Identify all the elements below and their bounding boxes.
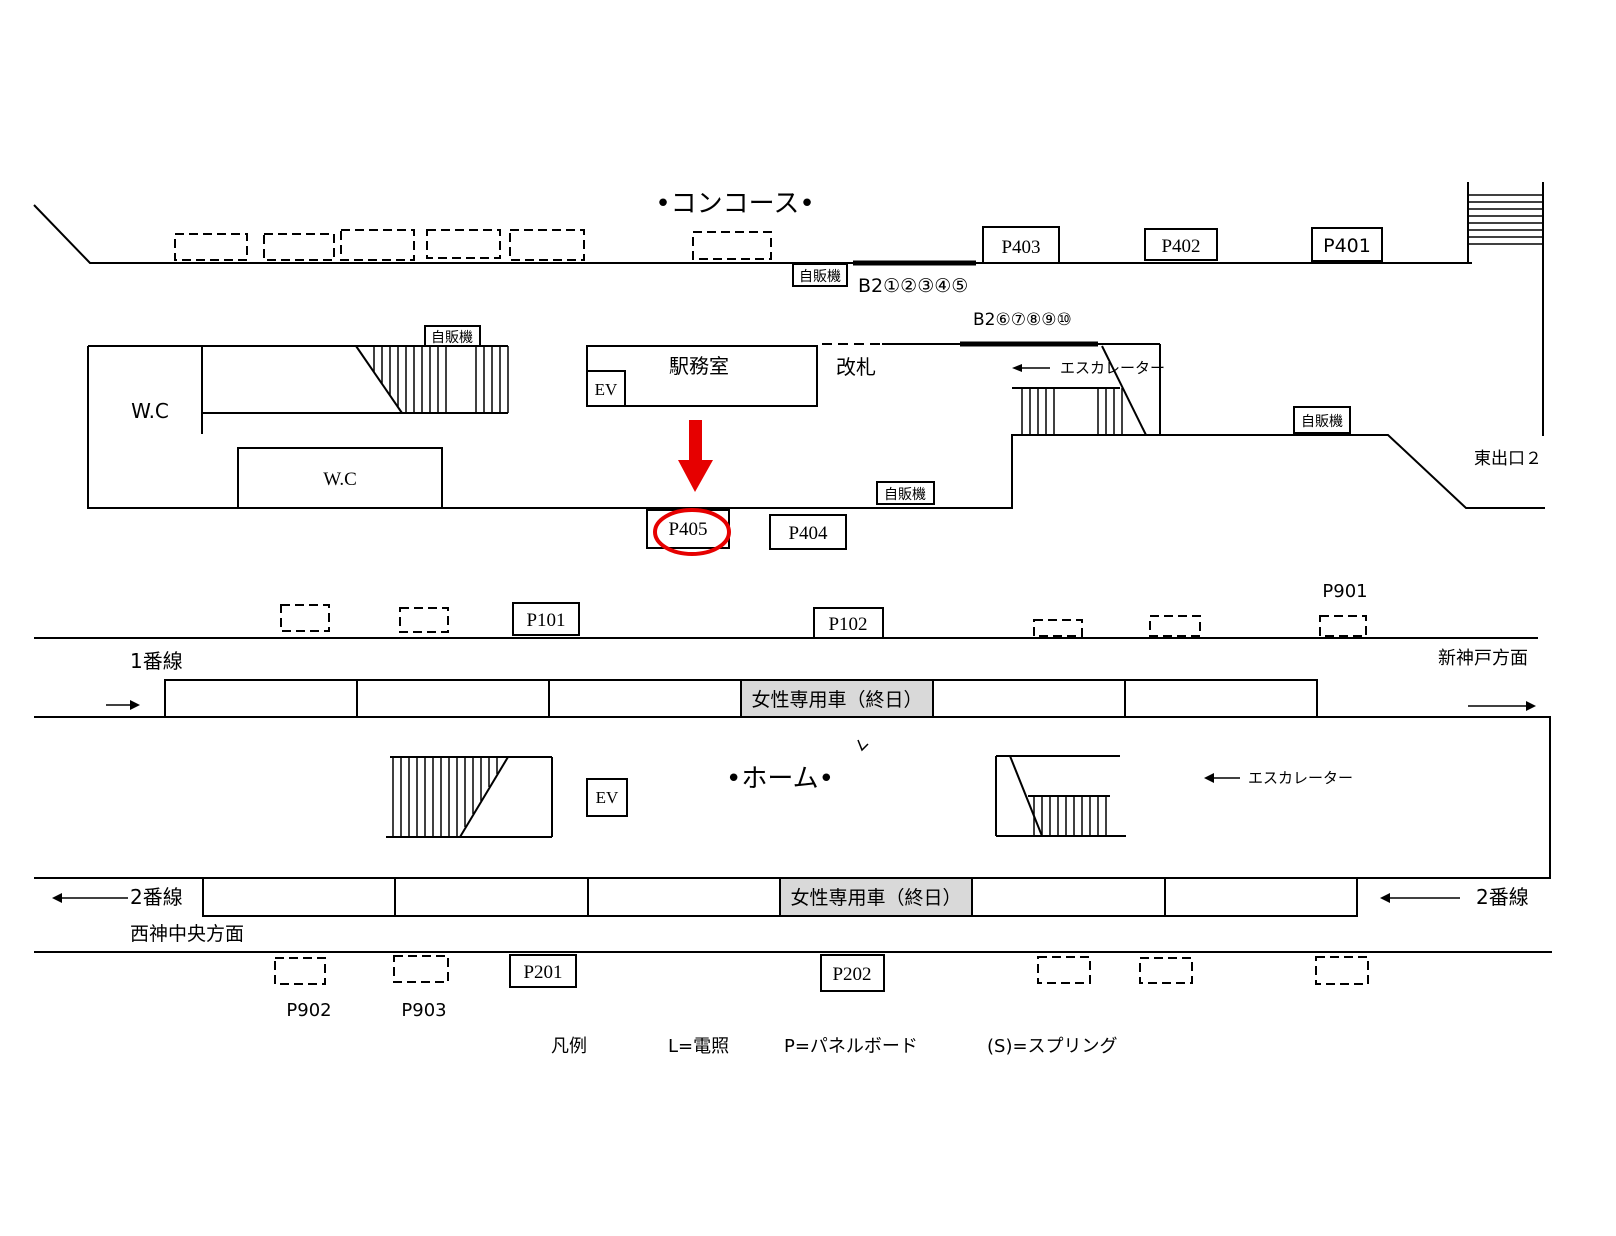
svg-text:自販機: 自販機	[431, 330, 473, 346]
svg-text:P101: P101	[526, 610, 565, 631]
platform-elevator: EV	[586, 778, 628, 817]
elevator-label-1: EV	[595, 380, 618, 399]
panel-p903-label: P903	[401, 1000, 446, 1021]
concourse-stairs-left	[355, 345, 509, 414]
women-only-car-2: 女性専用車（終日）	[790, 887, 961, 909]
legend-light: L=電照	[668, 1036, 729, 1057]
svg-text:自販機: 自販機	[1301, 414, 1343, 430]
svg-text:P402: P402	[1161, 236, 1200, 257]
east-exit-stairs	[1467, 182, 1544, 436]
panel-p402[interactable]: P402	[1144, 228, 1218, 261]
svg-text:自販機: 自販機	[884, 487, 926, 503]
women-only-car-1: 女性専用車（終日）	[751, 689, 922, 711]
ticket-gate-label: 改札	[836, 355, 876, 379]
concourse-area: •コンコース• P403 P402 P401	[33, 182, 1545, 556]
nishishin-direction-label: 西神中央方面	[130, 923, 244, 945]
track-2-label-left: 2番線	[130, 885, 183, 909]
svg-text:P201: P201	[523, 962, 562, 983]
svg-text:P102: P102	[828, 614, 867, 635]
svg-text:駅務室: 駅務室	[669, 354, 729, 378]
shinkobe-direction-label: 新神戸方面	[1438, 648, 1528, 669]
svg-text:P202: P202	[832, 964, 871, 985]
concourse-escalator: エスカレーター	[1012, 345, 1165, 436]
panel-p202[interactable]: P202	[820, 954, 885, 992]
svg-text:P405: P405	[668, 519, 707, 540]
platform-stairs-left	[386, 756, 553, 838]
panel-p401[interactable]: P401	[1311, 227, 1383, 262]
wc-label-2: W.C	[323, 469, 357, 490]
highlight-circle	[653, 508, 731, 556]
svg-text:P403: P403	[1001, 237, 1040, 258]
panel-p403[interactable]: P403	[982, 226, 1060, 264]
legend-title: 凡例	[551, 1036, 587, 1057]
vending-machine-2: 自販機	[424, 325, 481, 347]
vending-machine-4: 自販機	[876, 481, 935, 505]
track-1-area: P101 P102 P901 1番線 新神戸方面 女性専用車（終日）	[34, 581, 1538, 718]
highlight-arrow	[678, 420, 713, 492]
panel-p902-label: P902	[286, 1000, 331, 1021]
vending-machine-1: 自販機	[792, 263, 848, 287]
panel-p101[interactable]: P101	[512, 602, 580, 636]
station-office: 駅務室 EV	[586, 345, 818, 407]
gate-label-b2-2: B2⑥⑦⑧⑨⑩	[973, 310, 1072, 330]
wc-room: W.C	[237, 447, 443, 509]
east-exit-label: 東出口２	[1474, 449, 1542, 469]
panel-p102[interactable]: P102	[813, 607, 884, 639]
platform-escalator-label: エスカレーター	[1204, 769, 1353, 787]
track-2-label-right: 2番線	[1476, 885, 1529, 909]
track-1-label: 1番線	[130, 649, 183, 673]
platform-area: •ホーム•	[34, 716, 1551, 879]
panel-p404[interactable]: P404	[769, 514, 847, 550]
platform-label: •ホーム•	[726, 764, 834, 794]
panel-p201[interactable]: P201	[509, 954, 577, 988]
svg-text:P404: P404	[788, 523, 828, 544]
legend-panel: P=パネルボード	[784, 1036, 918, 1057]
elevator-label-2: EV	[596, 788, 619, 807]
wc-label-1: W.C	[131, 399, 169, 423]
track-2-area: 女性専用車（終日） 2番線 西神中央方面 2番線 P201 P202 P902 …	[34, 877, 1552, 1021]
vending-machine-3: 自販機	[1293, 406, 1351, 434]
train-track-2: 女性専用車（終日）	[202, 877, 1358, 917]
train-track-1: 女性専用車（終日）	[164, 679, 1318, 718]
panel-p901-label: P901	[1322, 581, 1367, 602]
svg-text:エスカレーター: エスカレーター	[1248, 769, 1353, 787]
concourse-label: •コンコース•	[655, 189, 814, 219]
legend-spring: (S)=スプリング	[987, 1036, 1118, 1057]
svg-text:P401: P401	[1323, 235, 1371, 257]
gate-label-b2-1: B2①②③④⑤	[858, 275, 968, 297]
platform-stairs-right	[995, 755, 1126, 837]
legend: 凡例 L=電照 P=パネルボード (S)=スプリング	[551, 1036, 1118, 1057]
svg-text:自販機: 自販機	[799, 269, 841, 285]
